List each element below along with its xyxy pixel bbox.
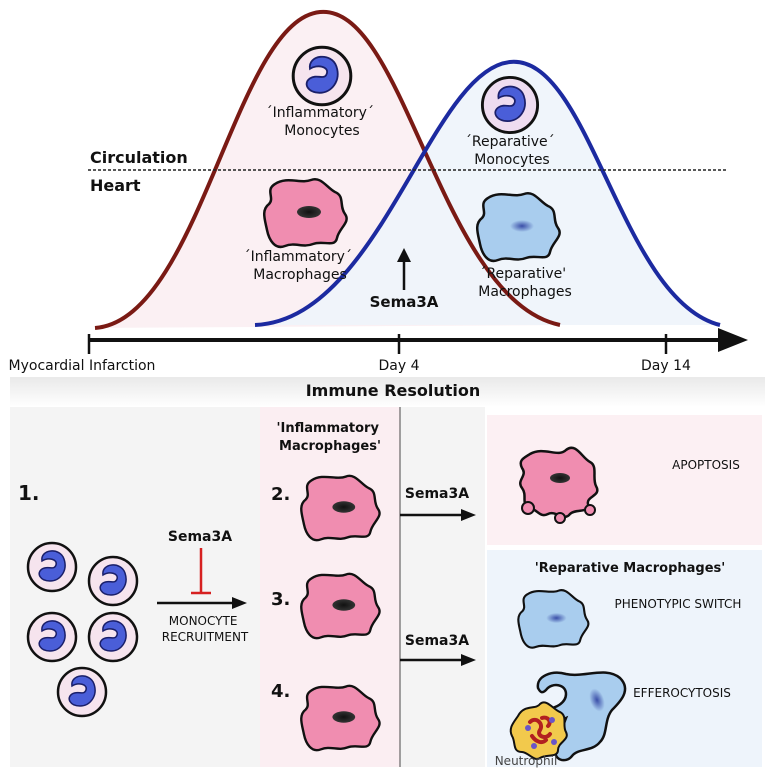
apoptosis-label: APOPTOSIS xyxy=(672,458,740,472)
apoptotic-macrophage-cell xyxy=(519,446,599,524)
bottom-section: Immune Resolution 1. 2. 3. 4. 'Inflammat… xyxy=(10,377,765,768)
step-1-label: 1. xyxy=(18,481,40,505)
inflammatory-macrophage-cell xyxy=(262,177,348,249)
efferocytosis-cell xyxy=(509,671,627,762)
sema3a-arrow-label-top: Sema3A xyxy=(405,486,469,502)
reparative-curve xyxy=(254,59,721,327)
monocyte-cell xyxy=(26,541,78,593)
reparative-macrophage-cell xyxy=(475,191,561,263)
inflammatory-macrophages-label: ´Inflammatory´ Macrophages xyxy=(244,249,357,283)
sema3a-label-top: Sema3A xyxy=(370,293,439,311)
neutrophil-label: Neutrophil xyxy=(495,754,558,768)
inflammatory-curve xyxy=(94,9,561,330)
neutrophil-cell xyxy=(509,701,568,760)
heart-label: Heart xyxy=(90,176,141,195)
circulation-label: Circulation xyxy=(90,148,188,167)
timeline-label-day14: Day 14 xyxy=(641,358,691,374)
immune-resolution-band xyxy=(10,377,765,407)
inflammatory-macrophage-2 xyxy=(300,474,381,542)
phenotypic-switch-label: PHENOTYPIC SWITCH xyxy=(615,597,742,611)
inflammatory-monocytes-label: ´Inflammatory´ Monocytes xyxy=(266,105,379,139)
monocyte-cell xyxy=(26,611,78,663)
reparative-macrophages-label: ´Reparative' Macrophages xyxy=(478,266,572,300)
timeline-label-day4: Day 4 xyxy=(378,358,419,374)
immune-resolution-title: Immune Resolution xyxy=(306,381,481,400)
monocyte-cell xyxy=(87,611,139,663)
reparative-monocyte-cell xyxy=(480,75,540,135)
timeline-label-start: Myocardial Infarction xyxy=(9,358,156,374)
step-3-label: 3. xyxy=(271,589,290,610)
step-4-label: 4. xyxy=(271,681,290,702)
sema3a-inhibit-label: Sema3A xyxy=(168,529,232,545)
inflammatory-macrophage-3 xyxy=(300,572,381,640)
inflammatory-macrophage-4 xyxy=(300,684,381,752)
reparative-macrophage-cell xyxy=(517,589,590,649)
reparative-monocytes-label: ´Reparative´ Monocytes xyxy=(465,134,559,168)
monocyte-cell xyxy=(87,555,139,607)
timeline-arrowhead xyxy=(718,328,748,352)
recruitment-arrowhead xyxy=(232,597,247,609)
inflammatory-macrophages-header: 'Inflammatory Macrophages' xyxy=(277,421,384,454)
sema3a-arrow-label-bottom: Sema3A xyxy=(405,633,469,649)
macrophage-nucleus xyxy=(589,688,605,712)
reparative-curve-fill xyxy=(255,61,720,325)
efferocytosis-label: EFFEROCYTOSIS xyxy=(633,686,731,700)
step-2-label: 2. xyxy=(271,484,290,505)
outcome-arrowhead-top xyxy=(461,509,476,521)
monocyte-recruitment-label: MONOCYTE RECRUITMENT xyxy=(162,614,249,644)
monocyte-cell xyxy=(56,666,108,718)
top-section: Circulation Heart ´Inflammatory´ Monocyt… xyxy=(9,9,748,374)
sema3a-arrowhead-top xyxy=(397,248,411,262)
outcome-arrowhead-bottom xyxy=(461,654,476,666)
middle-panel-bg xyxy=(400,407,485,767)
inflammatory-monocyte-cell xyxy=(291,45,353,107)
reparative-macrophages-header: 'Reparative Macrophages' xyxy=(535,561,726,576)
